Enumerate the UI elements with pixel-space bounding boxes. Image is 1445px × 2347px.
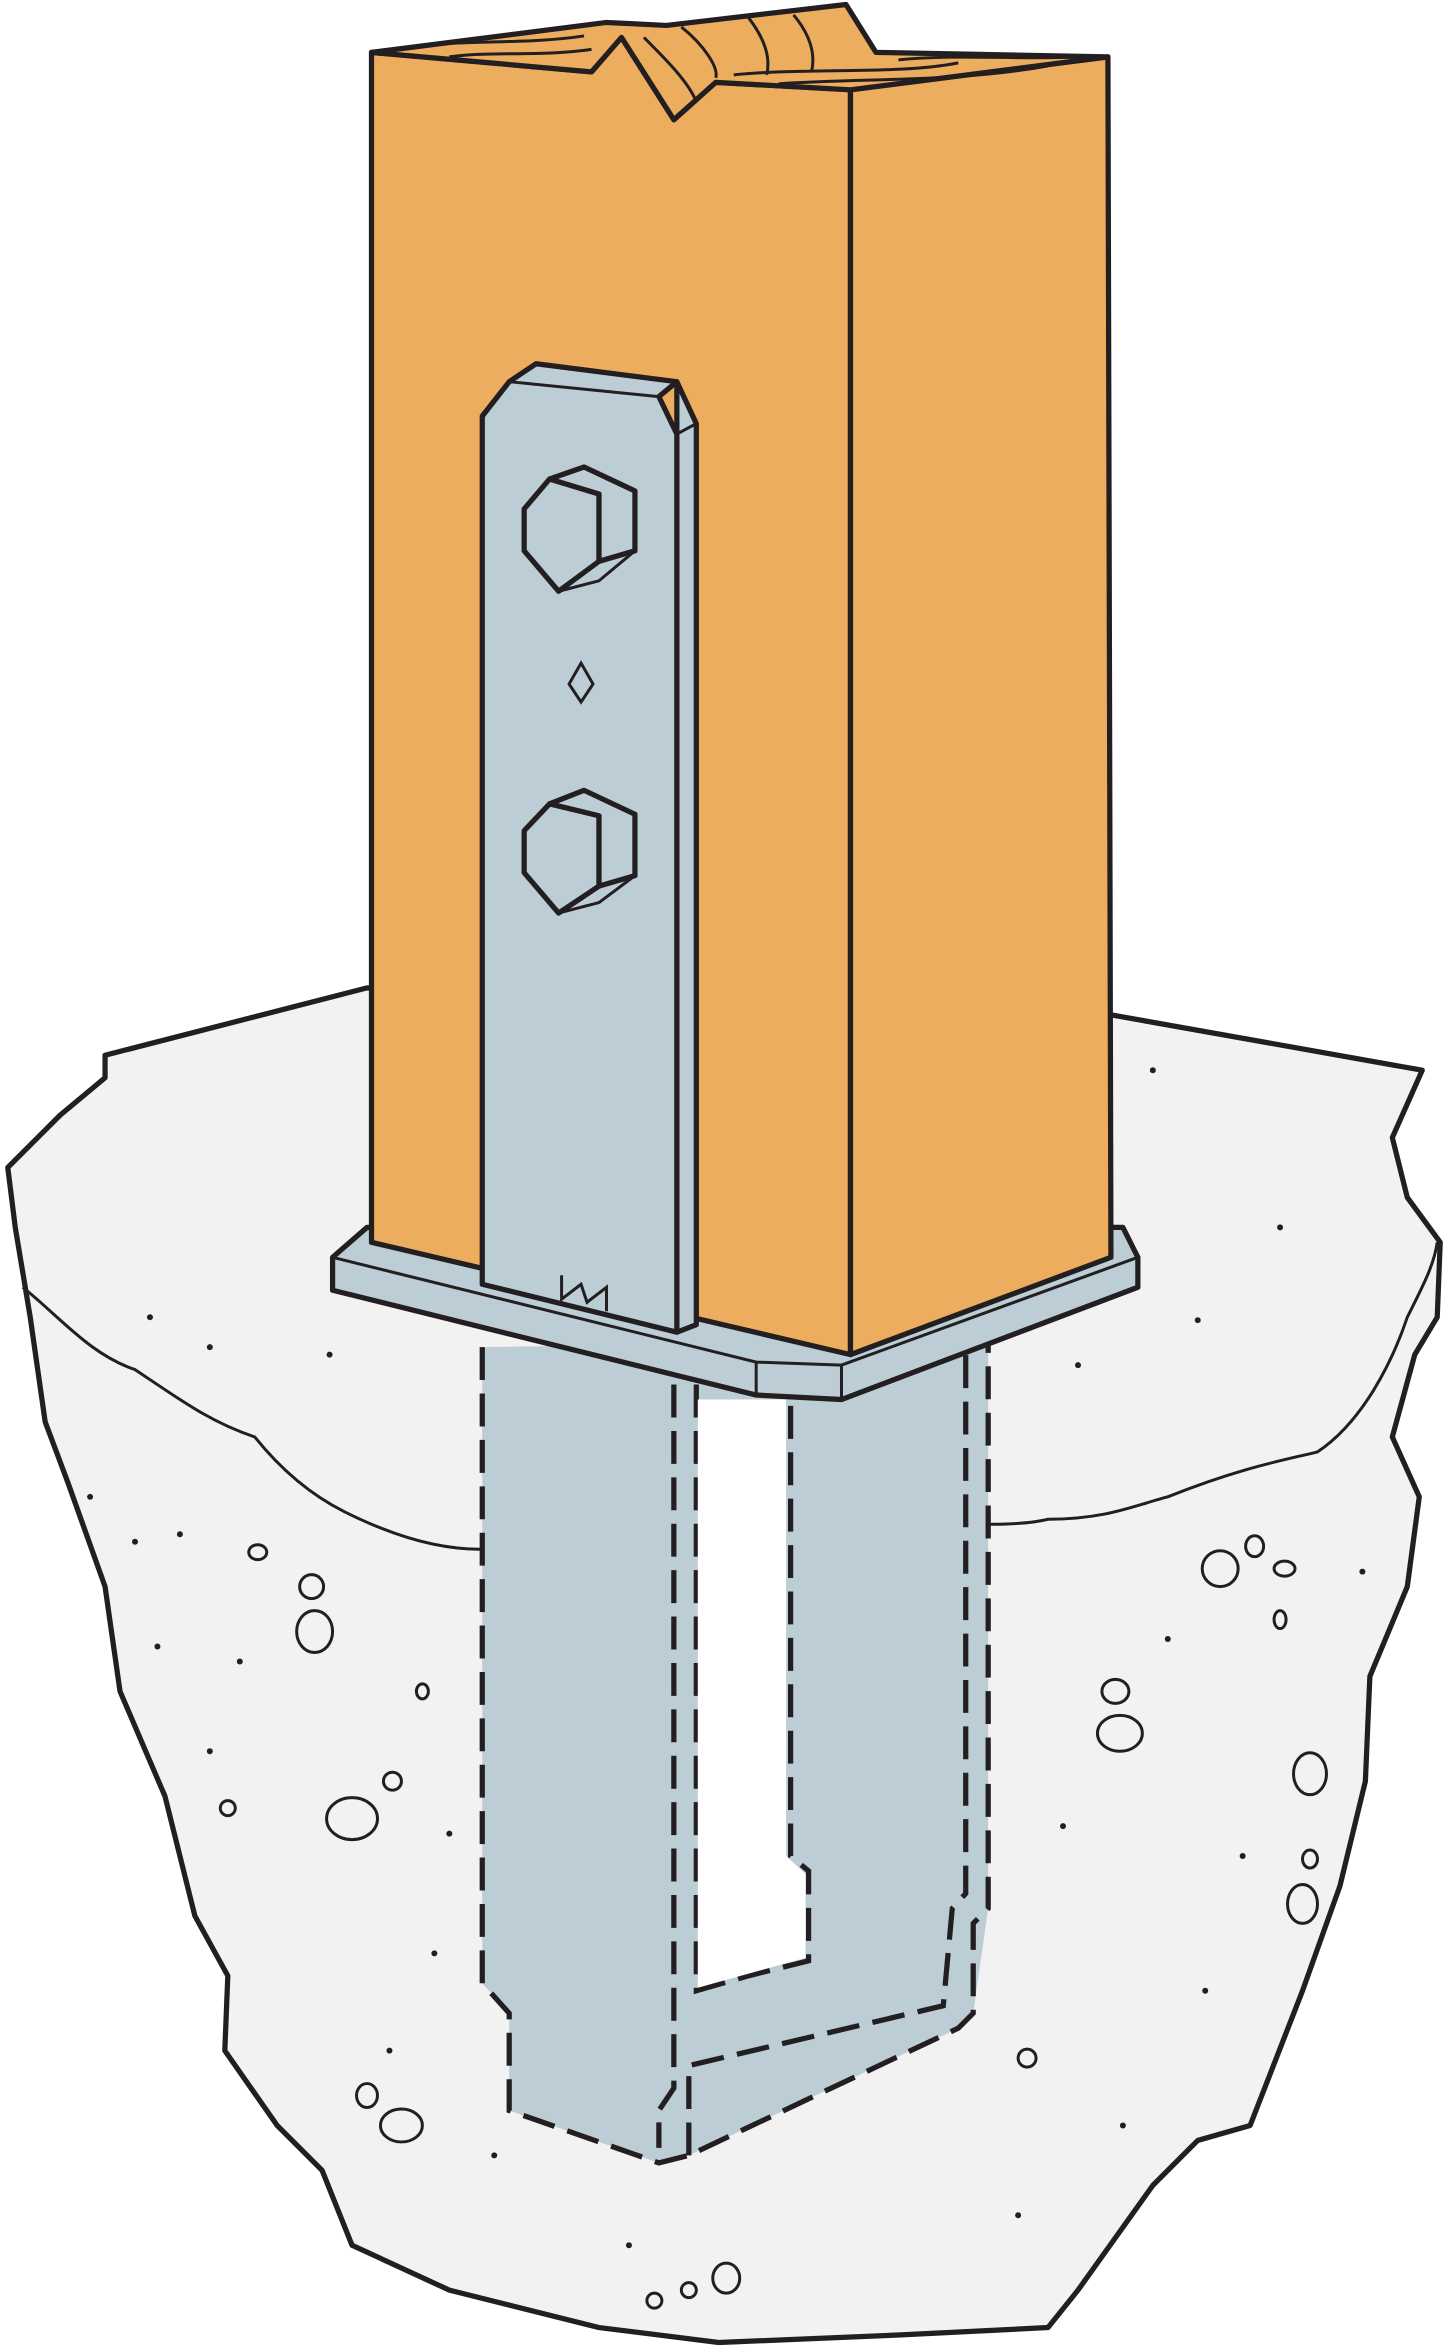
diamond-hole <box>567 660 595 705</box>
embedded-anchor-window <box>697 1399 806 1988</box>
embedded-anchor-hidden-lines <box>479 1339 991 2166</box>
aggregate-stones <box>218 1534 1328 2310</box>
strap-side <box>674 379 699 1335</box>
bolt-head-lower <box>521 787 638 916</box>
strap-bottom-marks <box>560 1275 608 1312</box>
base-plate-edge <box>332 1255 1139 1400</box>
post-top-end-grain <box>368 1 1111 123</box>
embedded-anchor-inner-lines <box>656 1354 969 2156</box>
wood-grain <box>404 14 1079 103</box>
bolt-head-upper <box>521 464 638 594</box>
post-side-face <box>847 54 1114 1358</box>
strap-top-bevel <box>509 380 698 437</box>
